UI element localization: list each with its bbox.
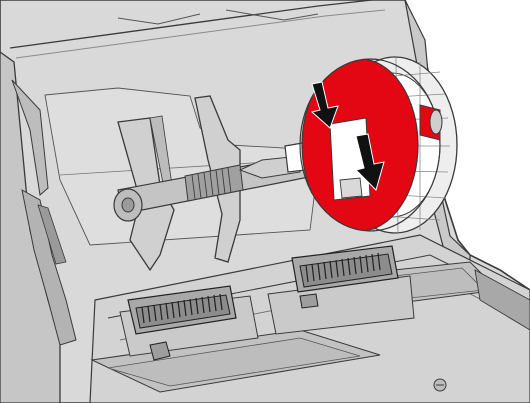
spindle-shaft [113, 139, 335, 222]
left-sensor-block [127, 285, 237, 361]
label-roll [299, 56, 458, 235]
down-arrow-icon [355, 133, 385, 191]
left-side-wall [0, 51, 77, 403]
down-arrow-icon [310, 81, 339, 129]
screw-icon [433, 378, 447, 392]
right-sensor-block [291, 245, 399, 309]
